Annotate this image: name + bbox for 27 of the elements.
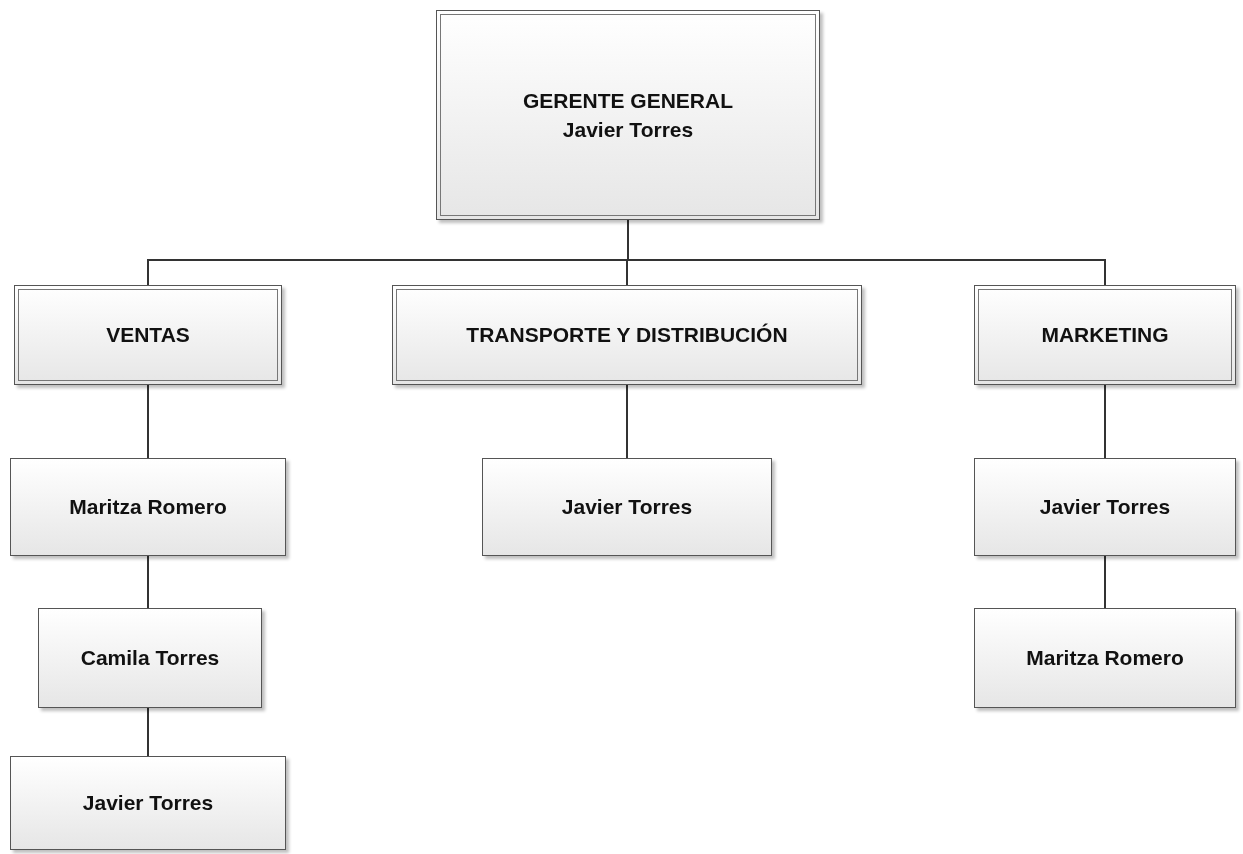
box-title: Camila Torres [80, 645, 220, 672]
org-box [974, 285, 1236, 385]
org-box [974, 608, 1236, 708]
box-title: TRANSPORTE Y DISTRIBUCIÓN [466, 322, 788, 349]
connector-line [1104, 384, 1106, 459]
org-box [38, 608, 262, 708]
org-box [10, 756, 286, 850]
org-box [10, 458, 286, 556]
connector-line [147, 384, 149, 459]
box-title: Javier Torres [561, 494, 693, 521]
connector-line [626, 384, 628, 459]
person-name: Javier Torres [562, 117, 694, 143]
connector-line [147, 707, 149, 757]
box-title: Maritza Romero [1026, 645, 1184, 672]
box-title: Javier Torres [1039, 494, 1171, 521]
connector-line [147, 555, 149, 609]
box-title: Javier Torres [82, 790, 214, 817]
org-box [482, 458, 772, 556]
box-title: VENTAS [106, 322, 190, 349]
org-box [974, 458, 1236, 556]
box-title: GERENTE GENERAL [523, 87, 733, 114]
connector-line [1104, 555, 1106, 609]
org-box [14, 285, 282, 385]
box-title: MARKETING [1041, 322, 1169, 349]
org-box [392, 285, 862, 385]
org-box [436, 10, 820, 220]
box-title: Maritza Romero [69, 494, 227, 521]
